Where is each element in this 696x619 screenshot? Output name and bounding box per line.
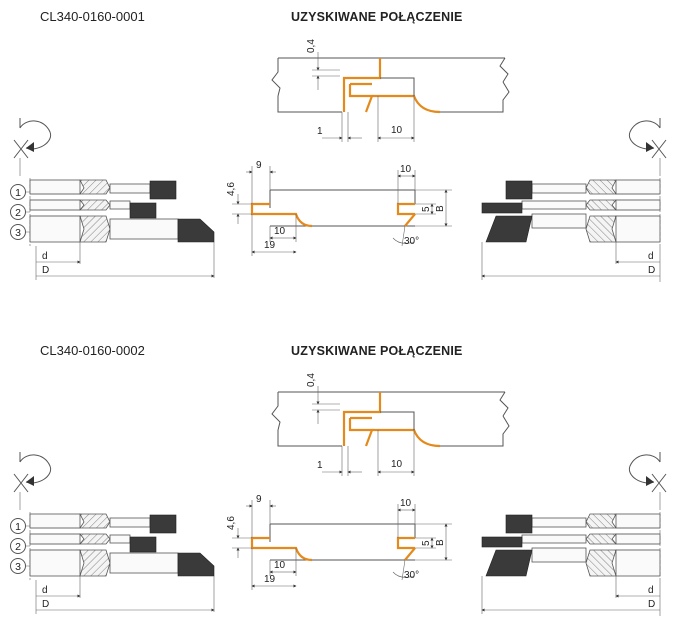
section-1: 0,4 1 10 [10,9,667,282]
joint-dim-right: 10 [391,125,403,136]
position-label-2: 2 [15,541,21,553]
left-dim-large: D [42,265,49,276]
position-marker-3 [10,224,26,240]
position-label-2: 2 [15,207,21,219]
profile-dim-bottom-outer: 19 [264,240,276,251]
left-dim-large: D [42,599,49,610]
profile-dim-groove: 5 [421,540,432,546]
right-dim-large: D [648,265,655,276]
profile-dim-thickness: B [435,205,446,212]
profile-dim-angle: 30° [404,236,419,247]
profile-dim-left-height: 4,6 [226,516,237,530]
profile-dim-left-height: 4,6 [226,182,237,196]
profile-dim-top-left: 9 [256,160,262,171]
rotation-arrow-left-icon [13,452,52,510]
board-profile: 9 10 4,6 10 19 [226,494,452,590]
position-marker-1 [10,184,26,200]
right-dim-small: d [648,585,654,596]
part-code: CL340-0160-0002 [40,343,145,358]
profile-dim-bottom-inner: 10 [274,226,286,237]
joint-drawing: 0,4 1 10 [271,39,510,142]
profile-dim-angle: 30° [404,570,419,581]
board-profile: 9 10 4,6 10 19 [226,160,452,256]
profile-dim-bottom-inner: 10 [274,560,286,571]
position-label-1: 1 [15,521,21,533]
part-code: CL340-0160-0001 [40,9,145,24]
position-label-3: 3 [15,227,21,239]
joint-dim-right: 10 [391,459,403,470]
position-marker-2 [10,538,26,554]
position-marker-1 [10,518,26,534]
rotation-arrow-right-icon [628,118,667,176]
position-label-3: 3 [15,561,21,573]
joint-dim-vertical: 0,4 [306,39,317,53]
profile-dim-thickness: B [435,539,446,546]
profile-dim-bottom-outer: 19 [264,574,276,585]
section-2: 0,4 1 10 [10,343,667,616]
profile-dim-groove: 5 [421,206,432,212]
right-tool-assembly [481,452,667,616]
joint-dim-left: 1 [317,460,323,471]
left-tool-assembly: 1 2 3 d D [10,118,215,280]
joint-dim-left: 1 [317,126,323,137]
position-label-1: 1 [15,187,21,199]
rotation-arrow-left-icon [13,118,52,176]
joint-dim-vertical: 0,4 [306,373,317,387]
section-title: UZYSKIWANE POŁĄCZENIE [291,10,463,24]
left-tool-assembly: 1 2 3 d D [10,452,215,614]
joint-drawing: 0,4 1 10 [271,373,510,476]
right-dim-large: D [648,599,655,610]
position-marker-3 [10,558,26,574]
section-title: UZYSKIWANE POŁĄCZENIE [291,344,463,358]
right-dim-small: d [648,251,654,262]
profile-dim-top-right: 10 [400,498,412,509]
right-tool-assembly [481,118,667,282]
rotation-arrow-right-icon [628,452,667,510]
position-marker-2 [10,204,26,220]
profile-dim-top-left: 9 [256,494,262,505]
profile-dim-top-right: 10 [400,164,412,175]
left-dim-small: d [42,251,48,262]
left-dim-small: d [42,585,48,596]
